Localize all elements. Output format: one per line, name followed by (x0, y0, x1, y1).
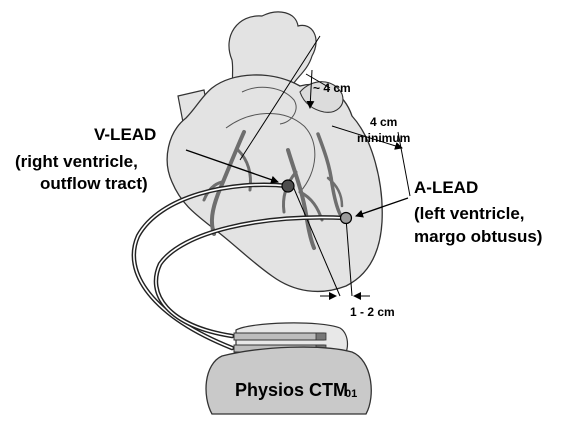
a-lead-electrode (341, 213, 352, 224)
a-lead-title: A-LEAD (414, 178, 478, 197)
device-suffix: 01 (345, 388, 357, 400)
v-lead-electrode (282, 180, 294, 192)
min-distance-word: minimum (357, 131, 410, 145)
device-name: Physios CTM (235, 380, 348, 400)
min-distance-value: 4 cm (370, 115, 397, 129)
v-lead-title: V-LEAD (94, 125, 156, 144)
spacing-label: 1 - 2 cm (350, 305, 395, 319)
connector-upper (234, 333, 324, 340)
v-lead-line2: outflow tract) (40, 174, 148, 193)
approx-distance-label: ~ 4 cm (313, 81, 351, 95)
a-lead-line2: margo obtusus) (414, 227, 542, 246)
heart-illustration (167, 12, 382, 292)
a-lead-line1: (left ventricle, (414, 204, 525, 223)
v-lead-line1: (right ventricle, (15, 152, 138, 171)
